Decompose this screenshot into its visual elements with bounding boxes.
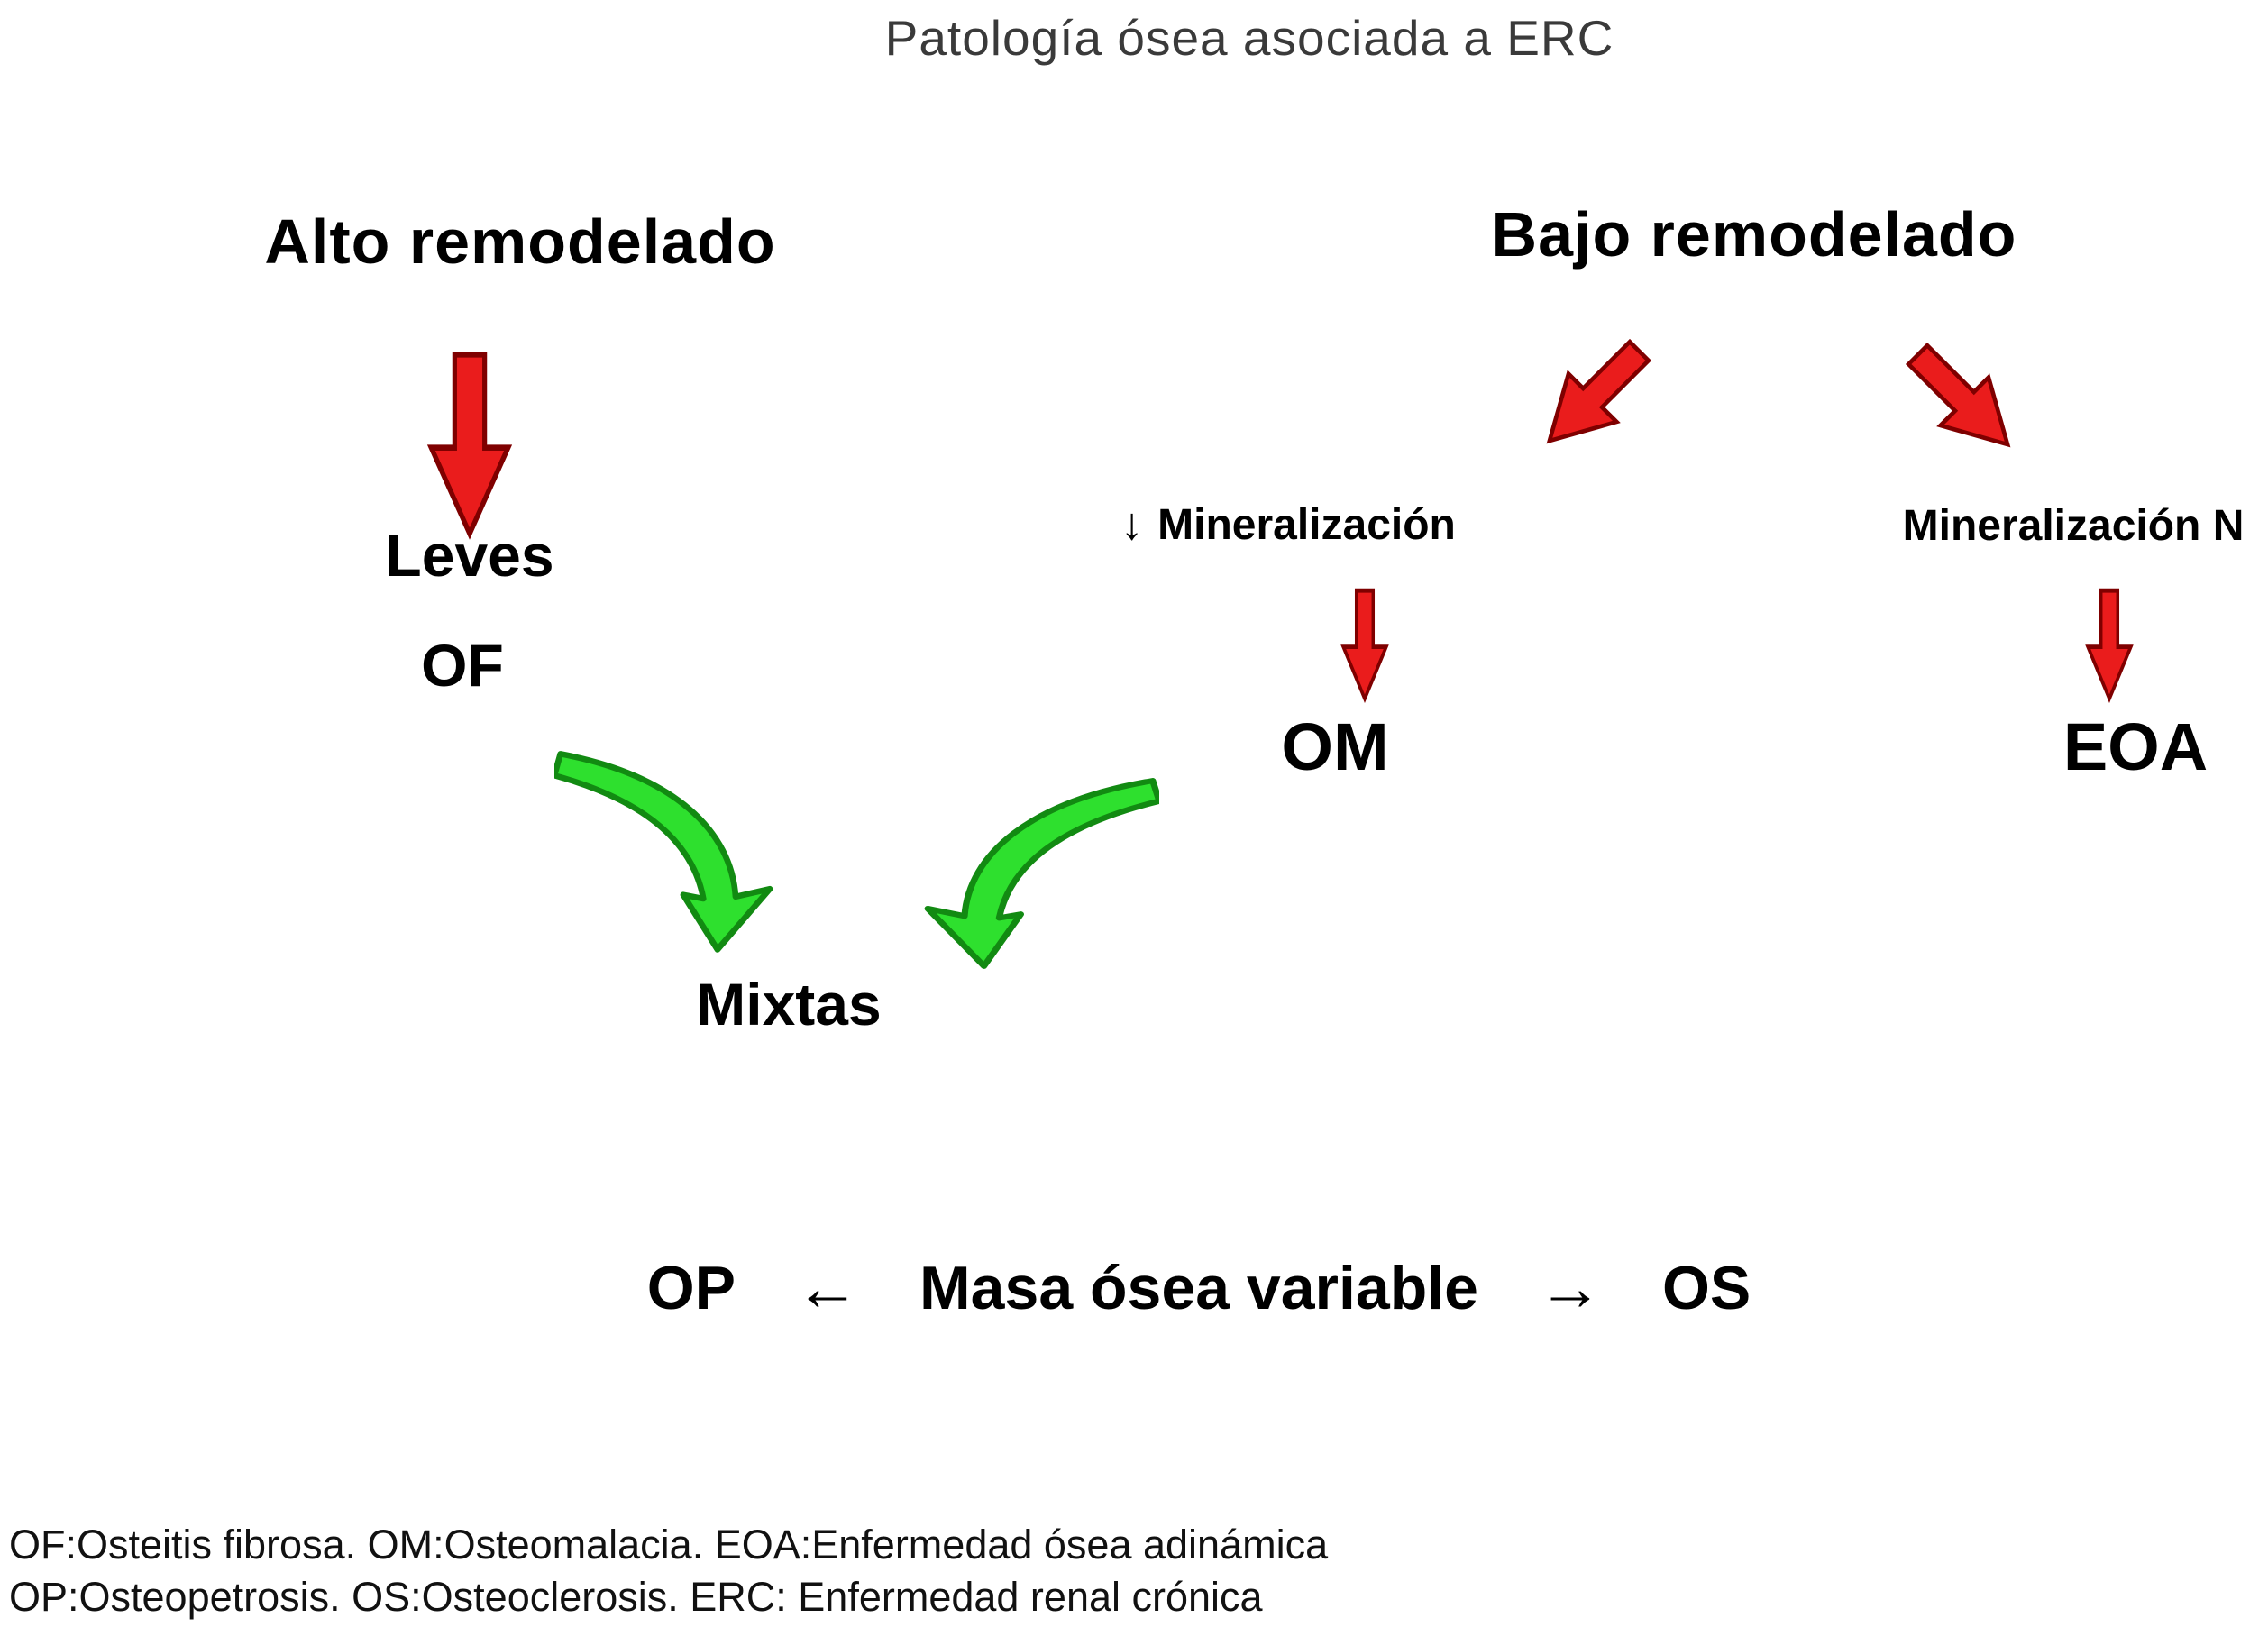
- green-curved-arrow-left-icon: [554, 750, 796, 955]
- left-arrow-icon: ←: [795, 1252, 861, 1324]
- green-curved-arrow-right-icon: [900, 777, 1159, 972]
- om-code: OM: [1281, 709, 1389, 784]
- normal-mineralization-label: Mineralización N: [1902, 502, 2245, 550]
- os-code: OS: [1661, 1254, 1751, 1322]
- legend-line-1: OF:Osteitis fibrosa. OM:Osteomalacia. EO…: [9, 1522, 1329, 1568]
- red-down-arrow-icon: [423, 350, 517, 541]
- op-code: OP: [646, 1254, 736, 1322]
- bone-mass-line: OP ← Masa ósea variable → OS: [647, 1251, 1751, 1325]
- high-remodeling-heading: Alto remodelado: [264, 206, 776, 277]
- mixed-label: Mixtas: [696, 971, 882, 1037]
- red-down-left-arrow-icon: [1516, 319, 1670, 473]
- low-mineralization-label: ↓ Mineralización: [1120, 498, 1456, 550]
- slide-title: Patología ósea asociada a ERC: [884, 10, 1614, 66]
- eoa-code: EOA: [2062, 709, 2209, 784]
- high-remodeling-severity: Leves: [385, 522, 554, 589]
- low-mineralization-text: Mineralización: [1157, 501, 1456, 549]
- bone-mass-label: Masa ósea variable: [919, 1254, 1478, 1322]
- red-small-down-arrow-eoa-icon: [2083, 588, 2135, 703]
- low-remodeling-heading: Bajo remodelado: [1491, 199, 2017, 270]
- legend-line-2: OP:Osteopetrosis. OS:Osteoclerosis. ERC:…: [9, 1574, 1263, 1620]
- decrease-arrow-icon: ↓: [1120, 498, 1144, 549]
- high-remodeling-code: OF: [421, 632, 504, 699]
- right-arrow-icon: →: [1537, 1252, 1603, 1324]
- red-down-right-arrow-icon: [1886, 323, 2040, 477]
- red-small-down-arrow-om-icon: [1339, 588, 1391, 703]
